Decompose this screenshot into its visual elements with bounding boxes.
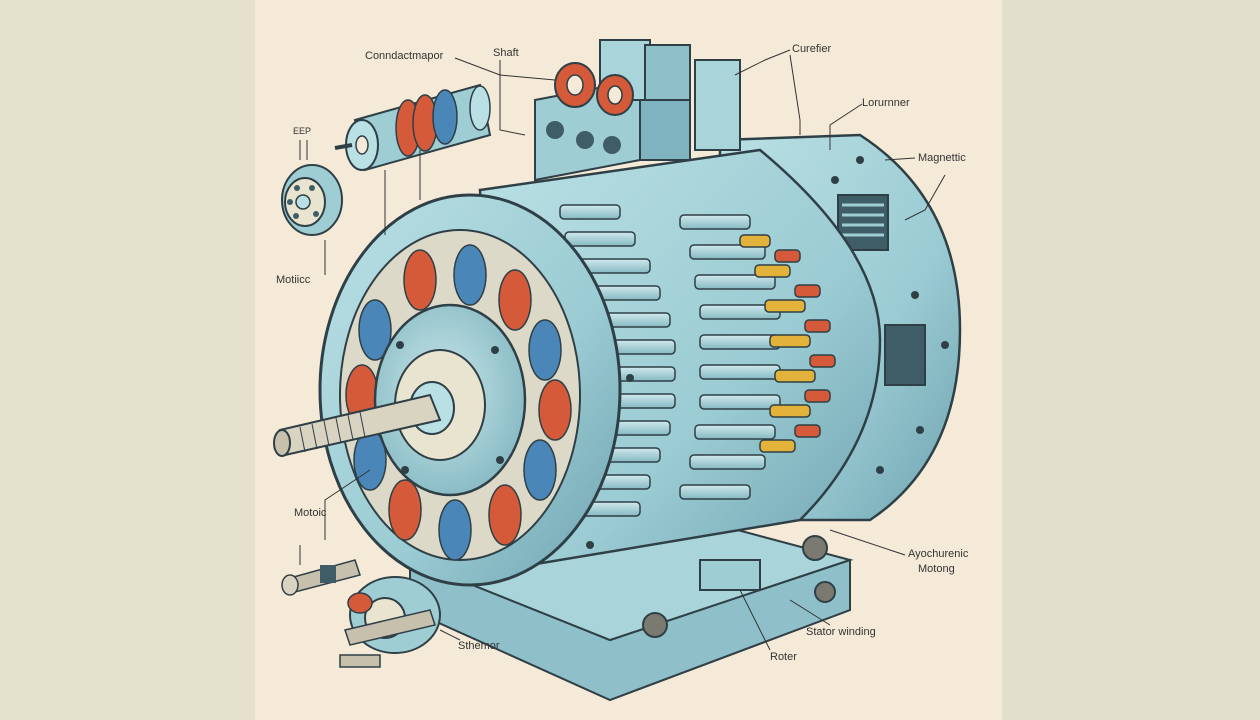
label-lorurnner: Lorurnner bbox=[862, 97, 910, 109]
label-sthemor: Sthemor bbox=[458, 640, 500, 652]
label-magnetic: Magnettic bbox=[918, 152, 966, 164]
label-eep: EEP bbox=[293, 126, 312, 136]
left-margin-panel bbox=[0, 0, 255, 720]
exploded-commutator bbox=[334, 83, 492, 172]
label-motoic: Motoic bbox=[294, 507, 327, 519]
right-margin-panel bbox=[1002, 0, 1260, 720]
label-curefier: Curefier bbox=[792, 43, 832, 55]
label-stator-winding: Stator winding bbox=[806, 626, 876, 638]
terminal-box bbox=[534, 39, 741, 182]
label-moticc: Motiicc bbox=[276, 274, 311, 286]
label-motong: Motong bbox=[918, 563, 955, 575]
exploded-bolt bbox=[281, 559, 361, 596]
label-asynchronic: Ayochurenic bbox=[908, 548, 969, 560]
exploded-fan-hub bbox=[339, 576, 441, 668]
front-end-shield bbox=[318, 193, 634, 587]
label-shaft: Shaft bbox=[493, 47, 519, 59]
exploded-bearing bbox=[281, 164, 343, 236]
label-roter: Roter bbox=[770, 651, 797, 663]
label-conductmapor: Conndactmapor bbox=[365, 50, 444, 62]
shaft bbox=[273, 393, 442, 457]
leader-lines bbox=[299, 49, 946, 651]
